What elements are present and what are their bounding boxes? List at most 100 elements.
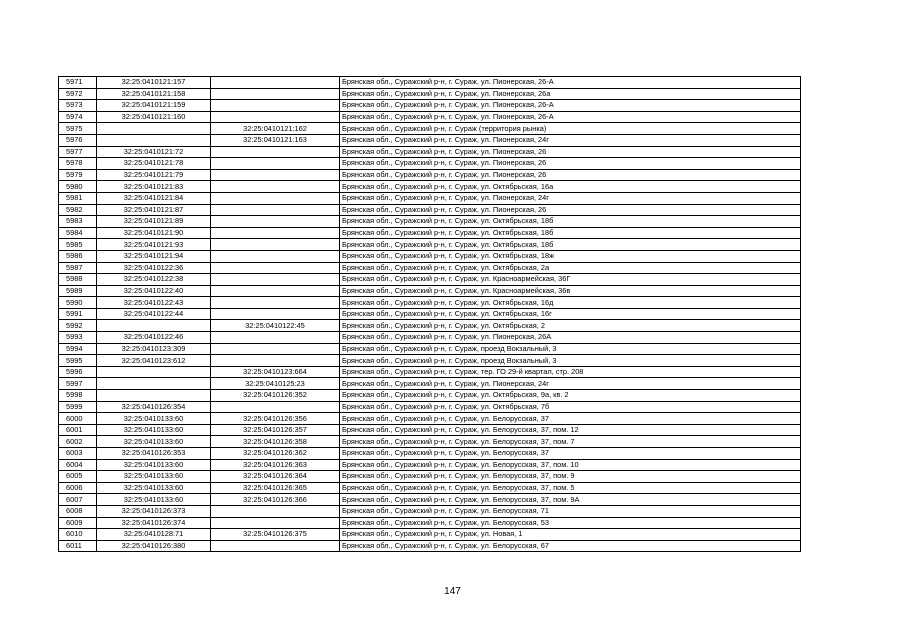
related-cadastral-number-cell [210,168,340,182]
related-cadastral-number-cell: 32:25:0410126:363 [210,458,340,472]
cadastral-number-cell: 32:25:0410121:94 [96,249,211,263]
cadastral-number-cell: 32:25:0410133:60 [96,412,211,425]
cadastral-number-cell: 32:25:0410121:157 [96,76,211,89]
related-cadastral-number-cell [210,354,340,367]
cadastral-number-cell: 32:25:0410128:71 [96,528,211,541]
cadastral-number-cell: 32:25:0410121:89 [96,215,211,228]
row-number-cell: 5990 [58,296,97,309]
row-number-cell: 6008 [58,504,97,518]
address-cell: Брянская обл., Суражский р-н, г. Сураж, … [339,76,801,89]
address-cell: Брянская обл., Суражский р-н, г. Сураж, … [339,319,801,333]
row-number-cell: 5975 [58,122,97,135]
row-number-cell: 6007 [58,493,97,506]
row-number-cell: 5982 [58,203,97,217]
row-number-cell: 5996 [58,365,97,379]
related-cadastral-number-cell: 32:25:0410126:366 [210,493,340,506]
row-number-cell: 6010 [58,528,97,541]
row-number-cell: 6002 [58,435,97,448]
row-number-cell: 5992 [58,319,97,333]
cadastral-number-cell: 32:25:0410123:309 [96,342,211,356]
row-number-cell: 6000 [58,412,97,425]
row-number-cell: 5972 [58,87,97,101]
related-cadastral-number-cell [210,215,340,228]
cadastral-number-cell: 32:25:0410121:160 [96,110,211,124]
related-cadastral-number-cell [210,296,340,309]
related-cadastral-number-cell [210,261,340,275]
address-cell: Брянская обл., Суражский р-н, г. Сураж, … [339,133,801,147]
related-cadastral-number-cell [210,342,340,356]
related-cadastral-number-cell [210,539,340,553]
related-cadastral-number-cell: 32:25:0410126:357 [210,423,340,437]
address-cell: Брянская обл., Суражский р-н, г. Сураж, … [339,528,801,541]
address-cell: Брянская обл., Суражский р-н, г. Сураж, … [339,504,801,518]
row-number-cell: 5973 [58,99,97,112]
related-cadastral-number-cell [210,504,340,518]
related-cadastral-number-cell [210,249,340,263]
cadastral-number-cell: 32:25:0410133:60 [96,435,211,448]
address-cell: Брянская обл., Суражский р-н, г. Сураж, … [339,99,801,112]
cadastral-number-cell: 32:25:0410121:72 [96,145,211,159]
cadastral-number-cell [96,389,211,402]
address-cell: Брянская обл., Суражский р-н, г. Сураж, … [339,365,801,379]
address-cell: Брянская обл., Суражский р-н, г. Сураж, … [339,354,801,367]
row-number-cell: 5979 [58,168,97,182]
address-cell: Брянская обл., Суражский р-н, г. Сураж, … [339,516,801,530]
cadastral-number-cell [96,365,211,379]
row-number-cell: 5989 [58,284,97,298]
related-cadastral-number-cell [210,145,340,159]
related-cadastral-number-cell [210,191,340,205]
related-cadastral-number-cell [210,87,340,101]
row-number-cell: 6009 [58,516,97,530]
row-number-cell: 5991 [58,307,97,321]
address-cell: Брянская обл., Суражский р-н, г. Сураж, … [339,331,801,344]
cadastral-number-cell: 32:25:0410126:353 [96,447,211,460]
row-number-cell: 5983 [58,215,97,228]
row-number-cell: 5994 [58,342,97,356]
address-cell: Брянская обл., Суражский р-н, г. Сураж, … [339,447,801,460]
cadastral-number-cell: 32:25:0410133:60 [96,481,211,495]
row-number-cell: 6003 [58,447,97,460]
address-cell: Брянская обл., Суражский р-н, г. Сураж, … [339,296,801,309]
address-cell: Брянская обл., Суражский р-н, г. Сураж, … [339,145,801,159]
row-number-cell: 5977 [58,145,97,159]
address-cell: Брянская обл., Суражский р-н, г. Сураж, … [339,400,801,414]
cadastral-number-cell: 32:25:0410126:354 [96,400,211,414]
row-number-cell: 5981 [58,191,97,205]
related-cadastral-number-cell: 32:25:0410126:352 [210,389,340,402]
row-number-cell: 5985 [58,238,97,251]
related-cadastral-number-cell: 32:25:0410121:163 [210,133,340,147]
address-cell: Брянская обл., Суражский р-н, г. Сураж, … [339,412,801,425]
related-cadastral-number-cell: 32:25:0410126:356 [210,412,340,425]
address-cell: Брянская обл., Суражский р-н, г. Сураж, … [339,215,801,228]
address-cell: Брянская обл., Суражский р-н, г. Сураж, … [339,458,801,472]
related-cadastral-number-cell [210,99,340,112]
row-number-cell: 5999 [58,400,97,414]
row-number-cell: 6004 [58,458,97,472]
cadastral-number-cell: 32:25:0410121:78 [96,157,211,170]
row-number-cell: 5988 [58,273,97,286]
cadastral-number-cell: 32:25:0410121:83 [96,180,211,193]
